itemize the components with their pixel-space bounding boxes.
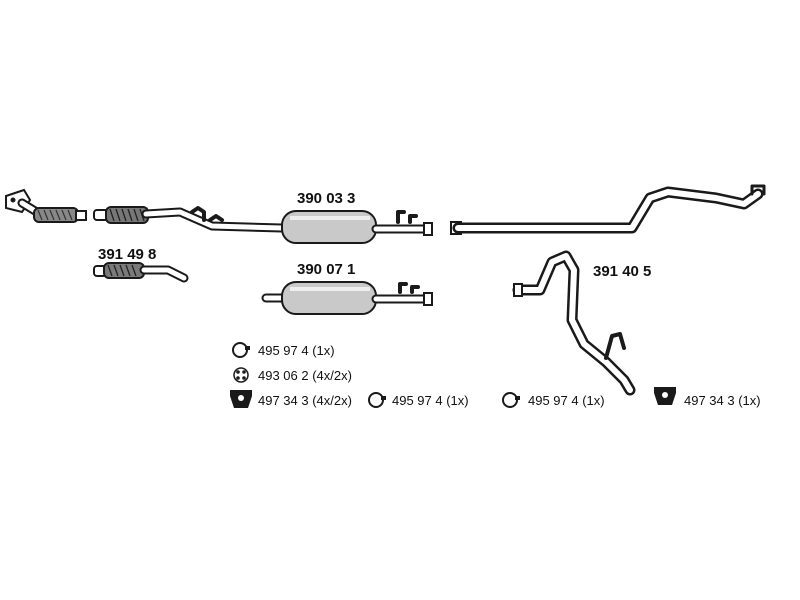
clamp-ring-icon [502, 392, 520, 408]
part-number-391-40-5: 391 40 5 [593, 263, 651, 280]
flex-section-front [33, 207, 87, 223]
accessory-label: 497 34 3 (4x/2x) [258, 393, 352, 408]
rubber-mount-icon [233, 367, 249, 383]
accessory-label: 493 06 2 (4x/2x) [258, 368, 352, 383]
hanger-bracket-icon [654, 387, 676, 405]
accessory-label: 495 97 4 (1x) [528, 393, 605, 408]
middle-silencer-390-03-3 [281, 210, 433, 244]
part-number-390-03-3: 390 03 3 [297, 190, 355, 207]
accessory-label: 495 97 4 (1x) [392, 393, 469, 408]
clamp-ring-icon [368, 392, 386, 408]
accessory-label: 495 97 4 (1x) [258, 343, 335, 358]
intermediate-pipe [450, 184, 766, 235]
part-number-391-49-8: 391 49 8 [98, 246, 156, 263]
accessory-label: 497 34 3 (1x) [684, 393, 761, 408]
front-pipe-391-49-8 [93, 262, 189, 283]
part-number-390-07-1: 390 07 1 [297, 261, 355, 278]
hanger-bracket-icon [230, 390, 252, 408]
front-pipe-assembly [93, 206, 287, 233]
clamp-ring-icon [232, 342, 250, 358]
tail-pipe-391-40-5 [512, 250, 636, 396]
middle-silencer-390-07-1 [261, 281, 433, 315]
